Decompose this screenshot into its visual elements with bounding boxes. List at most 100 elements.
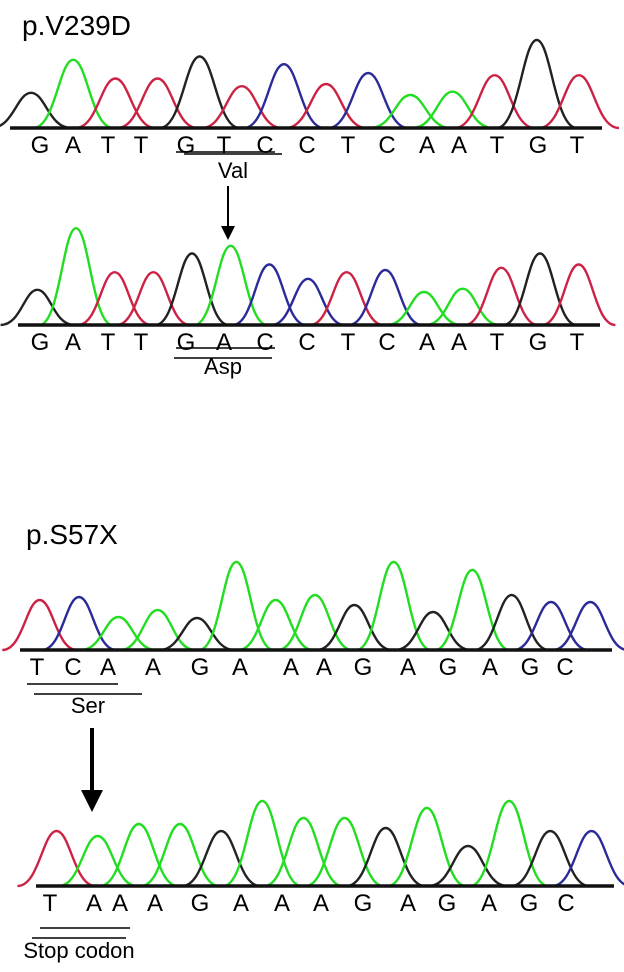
peak-0-0-11 (454, 73, 535, 130)
base-letter-1-0-6: A (283, 654, 299, 681)
peak-0-1-3 (116, 270, 191, 327)
base-letter-1-0-4: G (191, 654, 210, 681)
base-letter-0-0-11: A (451, 132, 467, 159)
peak-1-0-12 (474, 593, 550, 652)
base-letter-1-0-11: A (482, 654, 498, 681)
peak-1-0-1 (41, 595, 117, 652)
base-letter-1-1-8: G (354, 890, 373, 917)
peak-0-0-7 (285, 82, 367, 130)
base-letter-0-1-11: A (451, 329, 467, 356)
peak-1-0-9 (355, 560, 432, 652)
base-letter-0-1-5: A (216, 329, 232, 356)
peak-0-0-2 (75, 77, 156, 130)
peak-1-1-5 (222, 799, 302, 888)
base-letter-0-1-8: T (341, 329, 356, 356)
base-letter-1-0-0: T (30, 654, 45, 681)
base-letter-0-1-12: T (490, 329, 505, 356)
aa-label-1-0: Ser (71, 693, 105, 718)
peak-0-0-5 (201, 84, 283, 130)
peak-1-0-6 (238, 598, 314, 652)
base-letter-0-0-8: T (341, 132, 356, 159)
base-letter-0-0-10: A (419, 132, 435, 159)
base-letter-1-1-3: A (147, 890, 163, 917)
peak-1-1-2 (99, 822, 179, 888)
base-letter-0-1-13: G (529, 329, 548, 356)
base-letter-0-0-13: G (529, 132, 548, 159)
peak-1-0-11 (434, 568, 511, 652)
peak-0-1-9 (348, 268, 423, 327)
base-letter-1-1-10: G (438, 890, 457, 917)
base-letter-0-0-6: C (256, 132, 273, 159)
base-letter-1-1-13: C (557, 890, 574, 917)
peak-0-1-5 (193, 244, 268, 327)
peak-0-0-8 (327, 71, 409, 130)
base-letter-1-0-7: A (316, 654, 332, 681)
peak-1-1-6 (264, 816, 343, 888)
base-letter-0-1-9: C (378, 329, 395, 356)
base-letter-1-1-11: A (481, 890, 497, 917)
peak-0-1-1 (38, 226, 114, 327)
base-letter-1-0-3: A (145, 654, 161, 681)
panel-title-s57x: p.S57X (26, 519, 118, 550)
base-letter-0-0-9: C (378, 132, 395, 159)
peak-1-1-11 (469, 799, 549, 888)
peak-1-0-14 (552, 600, 624, 652)
base-letter-0-1-10: A (419, 329, 435, 356)
panel-title-v239d: p.V239D (22, 10, 131, 41)
base-letter-0-0-4: G (177, 132, 196, 159)
base-letter-0-0-5: T (217, 132, 232, 159)
peak-1-0-4 (159, 616, 235, 652)
peak-0-1-13 (502, 252, 578, 327)
peak-1-1-1 (58, 834, 138, 888)
peak-0-1-4 (154, 252, 230, 327)
peak-1-0-8 (316, 603, 392, 652)
base-letter-1-0-13: C (556, 654, 573, 681)
peak-1-1-3 (140, 822, 220, 888)
base-letter-0-0-14: T (570, 132, 585, 159)
peak-1-0-0 (2, 598, 78, 652)
peak-0-1-7 (271, 277, 345, 327)
base-letter-0-1-4: G (177, 329, 196, 356)
peak-0-0-10 (412, 90, 493, 130)
peak-0-0-4 (159, 55, 240, 130)
mutation-arrow-head-1 (81, 790, 103, 812)
peak-1-1-13 (552, 829, 624, 888)
base-letter-0-1-0: G (31, 329, 50, 356)
base-letter-0-0-3: T (134, 132, 149, 159)
peak-0-1-0 (0, 288, 75, 327)
peak-0-1-2 (77, 270, 152, 327)
peak-0-1-14 (541, 263, 616, 327)
base-letter-0-1-1: A (65, 329, 81, 356)
peak-0-0-0 (0, 91, 72, 130)
base-letter-1-1-2: A (112, 890, 128, 917)
peak-1-1-8 (346, 826, 426, 888)
base-letter-1-0-1: C (64, 654, 81, 681)
peak-1-0-13 (513, 600, 589, 652)
base-letter-1-1-1: A (86, 890, 102, 917)
peak-1-1-10 (428, 844, 508, 888)
base-letter-1-0-10: G (439, 654, 458, 681)
base-letter-1-1-7: A (313, 890, 329, 917)
base-letter-0-0-12: T (490, 132, 505, 159)
base-letter-1-1-6: A (274, 890, 290, 917)
base-letter-1-1-9: A (400, 890, 416, 917)
peak-0-1-10 (387, 290, 461, 327)
base-letter-0-1-3: T (134, 329, 149, 356)
aa-label-1-1: Stop codon (23, 938, 134, 963)
base-letter-0-1-7: C (298, 329, 315, 356)
peak-1-1-12 (510, 829, 590, 888)
base-letter-1-0-5: A (232, 654, 248, 681)
peak-1-0-2 (80, 615, 156, 652)
base-letter-0-0-7: C (298, 132, 315, 159)
peak-0-1-11 (425, 287, 500, 327)
peak-1-1-0 (17, 829, 96, 888)
base-letter-0-1-2: T (101, 329, 116, 356)
peak-0-0-12 (496, 38, 578, 130)
base-letter-1-0-9: A (400, 654, 416, 681)
peak-0-0-1 (32, 58, 114, 130)
peak-0-1-8 (309, 270, 384, 327)
peak-1-1-7 (305, 816, 384, 888)
peak-0-1-6 (232, 263, 307, 327)
base-letter-0-0-2: T (101, 132, 116, 159)
